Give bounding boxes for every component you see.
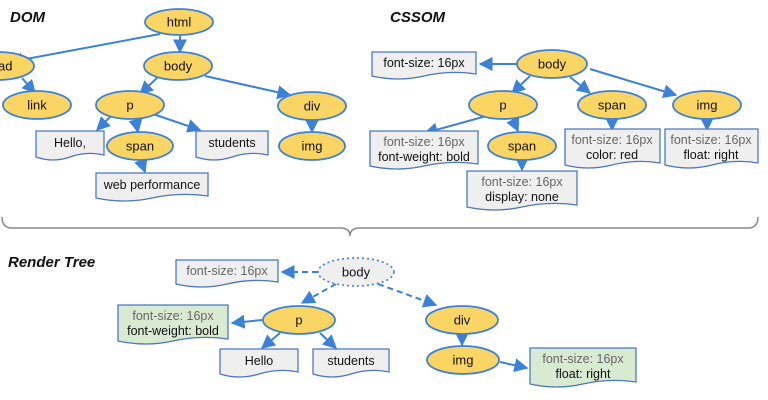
dom-node-link: link: [2, 90, 72, 120]
cssom-style-p-line1: font-size: 16px: [383, 135, 465, 149]
render-node-body-label: body: [342, 265, 371, 280]
cssom-node-p-label: p: [499, 98, 506, 113]
cssom-style-p: font-size: 16px font-weight: bold: [369, 130, 479, 170]
cssom-title: CSSOM: [390, 9, 446, 26]
edge-cssom-body-img: [589, 68, 678, 99]
dom-node-p: p: [95, 90, 165, 120]
render-node-body: body: [317, 257, 395, 287]
dom-node-link-label: link: [27, 98, 47, 113]
render-text-students-label: students: [327, 354, 374, 368]
dom-node-div-label: div: [304, 99, 321, 114]
edge-render-p-style: [230, 314, 263, 329]
cssom-node-span-child-label: span: [508, 139, 536, 154]
render-node-div-label: div: [454, 313, 471, 328]
edge-cssom-body-span: [569, 76, 592, 94]
dom-text-web-performance-label: web performance: [103, 178, 201, 192]
dom-text-students-label: students: [208, 136, 255, 150]
edge-render-p-students: [319, 332, 338, 349]
cssom-node-img-label: img: [697, 98, 718, 113]
cssom-node-body-label: body: [538, 57, 567, 72]
cssom-node-body: body: [516, 49, 588, 79]
dom-node-img-label: img: [302, 139, 323, 154]
edge-render-p-hello: [260, 332, 281, 349]
cssom-node-p: p: [468, 90, 538, 120]
dom-node-img: img: [278, 131, 346, 161]
edge-p-hello: [96, 114, 113, 131]
edge-cssom-p-style: [423, 114, 491, 137]
section-brace: [1, 216, 759, 237]
cssom-node-img: img: [672, 90, 742, 120]
cssom-style-p-line2: font-weight: bold: [378, 150, 470, 164]
render-node-img-label: img: [453, 353, 474, 368]
render-style-p-line2: font-weight: bold: [127, 324, 219, 338]
dom-node-span: span: [106, 131, 174, 161]
render-style-img: font-size: 16px float: right: [529, 347, 637, 388]
render-style-p: font-size: 16px font-weight: bold: [117, 304, 229, 345]
dom-node-html: html: [144, 8, 214, 36]
render-node-div: div: [425, 305, 499, 335]
edge-render-img-style: [499, 358, 529, 373]
render-node-img: img: [426, 345, 500, 375]
cssom-node-span: span: [577, 90, 647, 120]
dom-text-students: students: [195, 130, 269, 161]
edge-p-students: [149, 112, 202, 133]
cssom-style-span-child-line1: font-size: 16px: [481, 175, 563, 189]
cssom-style-span-line2: color: red: [586, 148, 638, 162]
render-node-p: p: [262, 305, 336, 335]
render-style-img-line2: float: right: [556, 367, 611, 381]
cssom-style-img-line1: font-size: 16px: [670, 133, 752, 147]
render-style-p-line1: font-size: 16px: [132, 309, 214, 323]
cssom-style-body: font-size: 16px: [371, 51, 477, 80]
dom-node-head-label: head: [0, 59, 12, 74]
render-text-hello-label: Hello: [245, 354, 274, 368]
render-text-hello: Hello: [219, 348, 299, 378]
cssom-node-span-child: span: [487, 131, 557, 161]
edge-body-div: [204, 75, 292, 100]
dom-text-web-performance: web performance: [95, 172, 209, 202]
dom-node-head: head: [0, 51, 35, 81]
cssom-style-img: font-size: 16px float: right: [664, 128, 759, 169]
render-style-img-line1: font-size: 16px: [542, 352, 624, 366]
cssom-edges: [423, 57, 714, 172]
dom-edges: [8, 33, 319, 174]
cssom-style-span-line1: font-size: 16px: [571, 133, 653, 147]
render-tree-title: Render Tree: [8, 254, 95, 271]
cssom-style-span: font-size: 16px color: red: [564, 128, 661, 169]
cssom-style-span-child-line2: display: none: [485, 190, 559, 204]
dom-node-html-label: html: [167, 15, 192, 30]
render-node-p-label: p: [295, 313, 302, 328]
edge-cssom-p-span: [506, 116, 520, 133]
dom-node-body: body: [143, 51, 213, 81]
edge-render-body-p: [300, 283, 337, 304]
dom-node-body-label: body: [164, 59, 193, 74]
dom-text-hello-label: Hello,: [54, 136, 86, 150]
cssom-style-span-child: font-size: 16px display: none: [466, 170, 578, 211]
edge-cssom-body-p: [510, 75, 531, 94]
render-style-body: font-size: 16px: [175, 259, 279, 288]
render-style-body-label: font-size: 16px: [186, 264, 268, 278]
dom-title: DOM: [10, 9, 46, 26]
edge-html-head: [8, 33, 161, 67]
dom-text-hello: Hello,: [35, 130, 105, 161]
dom-node-p-label: p: [126, 98, 133, 113]
edge-render-body-div: [377, 283, 438, 308]
dom-node-div: div: [277, 91, 347, 121]
render-edges: [230, 265, 529, 373]
cssom-style-body-label: font-size: 16px: [383, 56, 465, 70]
cssom-node-span-label: span: [598, 98, 626, 113]
dom-node-span-label: span: [126, 139, 154, 154]
render-text-students: students: [312, 348, 390, 378]
cssom-style-img-line2: float: right: [684, 148, 739, 162]
